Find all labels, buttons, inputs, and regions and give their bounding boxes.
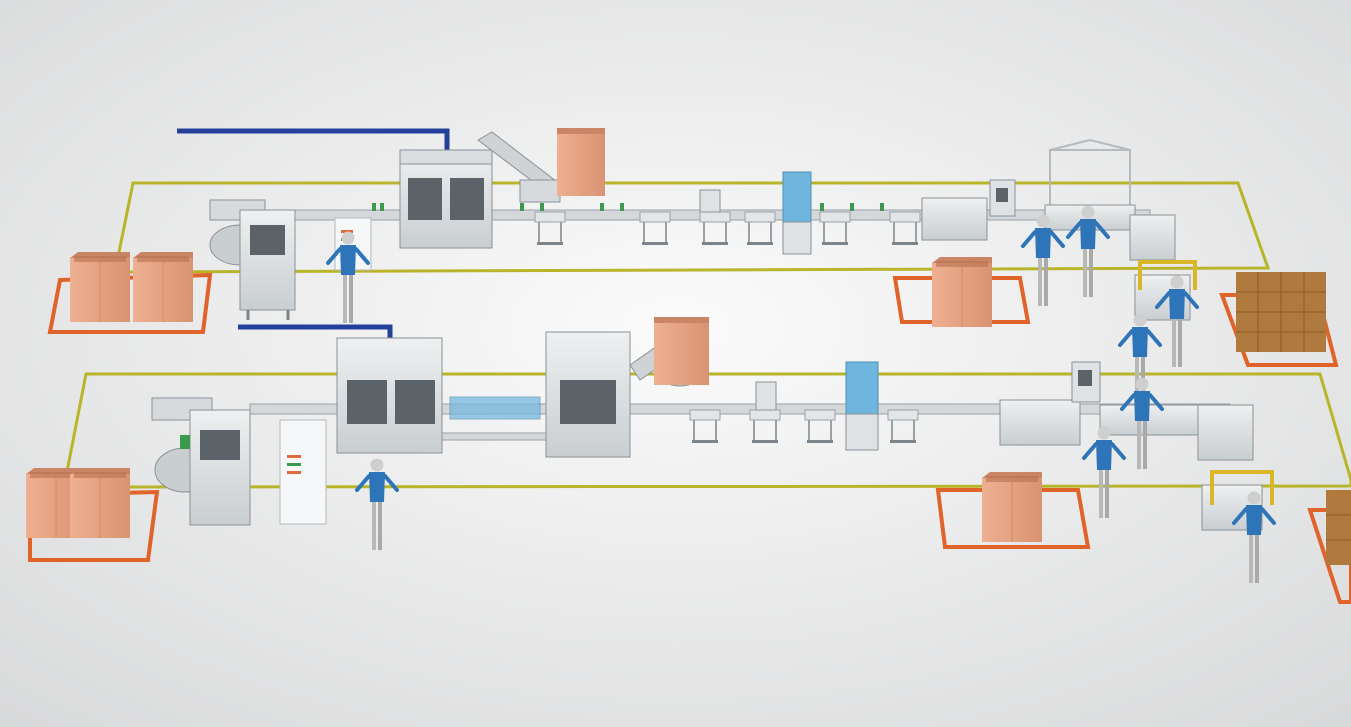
lower-case-packer xyxy=(1099,404,1254,461)
upper-input-cartons xyxy=(47,251,213,334)
lower-control-cabinet xyxy=(279,419,327,525)
lower-labeler xyxy=(999,361,1101,446)
lower-filling-machine xyxy=(336,337,443,454)
upper-checkweigher xyxy=(782,171,812,255)
lower-reject-carton xyxy=(935,471,1091,549)
lower-buffer-tank xyxy=(449,396,541,420)
upper-labeler xyxy=(889,179,1016,246)
lower-input-cartons xyxy=(25,467,160,562)
lower-checkweigher xyxy=(845,361,879,451)
upper-zone-boundary xyxy=(113,181,1271,274)
upper-filling-machine xyxy=(399,149,493,249)
upper-filling-line xyxy=(47,128,1339,369)
upper-pallet xyxy=(1219,272,1339,367)
upper-cap-carton xyxy=(557,128,605,196)
upper-inspection-stations xyxy=(639,189,851,246)
upper-reject-carton xyxy=(892,256,1031,328)
upper-unscrambler xyxy=(209,199,296,320)
lower-pallet xyxy=(1307,490,1351,604)
lower-inspection-stations xyxy=(689,381,919,444)
lower-unscrambler xyxy=(151,397,251,526)
upper-bottles xyxy=(372,203,884,211)
lower-cap-carton xyxy=(654,317,709,385)
lower-filling-line xyxy=(25,311,1351,604)
